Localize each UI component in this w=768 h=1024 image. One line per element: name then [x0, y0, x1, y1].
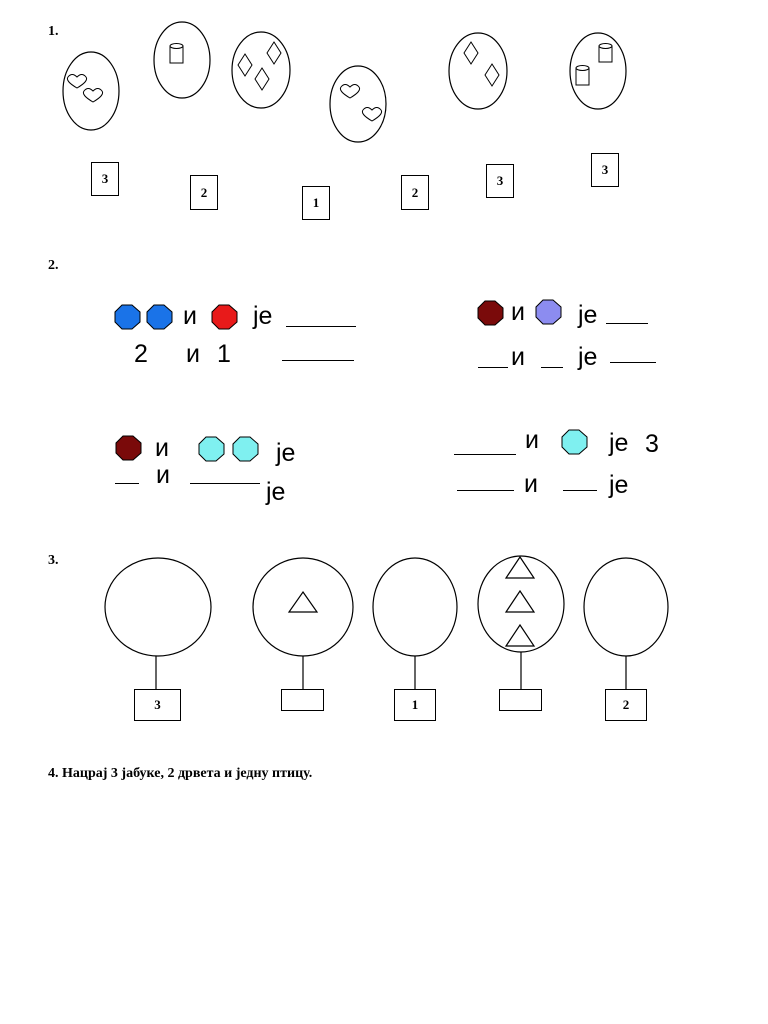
answer-line: [606, 323, 648, 324]
set-one-cylinder: [153, 21, 211, 99]
cyan-dot: [198, 436, 225, 462]
heart-icon: [66, 74, 88, 89]
set-three-diamonds: [231, 31, 291, 109]
cylinder-icon: [169, 43, 184, 64]
and-word: и: [511, 298, 525, 326]
and-word: и: [525, 426, 539, 454]
tree-shape: [104, 557, 212, 689]
is-word: је: [266, 478, 286, 506]
answer-line: [286, 326, 356, 327]
diamond-icon: [254, 67, 270, 91]
answer-box: 2: [605, 689, 647, 721]
cyan-dot: [561, 429, 588, 455]
task3-number: 3.: [48, 553, 59, 568]
answer-line: [190, 483, 260, 484]
number-one: 1: [217, 340, 231, 368]
task4-instruction: 4. Нацрај 3 јабуке, 2 дрвета и једну пти…: [48, 766, 313, 781]
answer-line: [454, 454, 516, 455]
dark-red-dot: [115, 435, 142, 461]
answer-box: 3: [91, 162, 119, 196]
answer-box: 2: [190, 175, 218, 210]
cylinder-icon: [575, 65, 590, 86]
set-two-hearts: [329, 65, 387, 143]
number-two: 2: [134, 340, 148, 368]
answer-line: [457, 490, 514, 491]
cylinder-icon: [598, 43, 613, 63]
diamond-icon: [463, 41, 479, 65]
is-word: је: [609, 471, 629, 499]
and-word: и: [186, 340, 200, 368]
answer-line: [610, 362, 656, 363]
task2-number: 2.: [48, 258, 59, 273]
cyan-dot: [232, 436, 259, 462]
answer-line: [282, 360, 354, 361]
answer-box: 2: [401, 175, 429, 210]
triangle-icon: [504, 623, 536, 647]
heart-icon: [339, 84, 361, 99]
heart-icon: [82, 88, 104, 103]
answer-box: 3: [486, 164, 514, 198]
task3-trees-drawing: [104, 555, 669, 689]
set-two-hearts: [62, 51, 120, 131]
set-two-cylinders: [569, 32, 627, 110]
blue-dot: [146, 304, 173, 330]
lavender-dot: [535, 299, 562, 325]
tree-shape: [372, 557, 458, 689]
answer-box: [281, 689, 324, 711]
answer-box: 1: [394, 689, 436, 721]
is-word: је: [276, 439, 296, 467]
blue-dot: [114, 304, 141, 330]
diamond-icon: [484, 63, 500, 87]
is-word: је: [609, 429, 629, 457]
tree-shape: [583, 557, 669, 689]
task1-number: 1.: [48, 24, 59, 39]
task2-dots-drawing: [114, 299, 588, 462]
result-three: 3: [645, 430, 659, 458]
answer-box: [499, 689, 542, 711]
triangle-icon: [504, 555, 536, 579]
red-dot: [211, 304, 238, 330]
diamond-icon: [237, 53, 253, 77]
is-word: је: [578, 343, 598, 371]
set-two-diamonds: [448, 32, 508, 110]
is-word: је: [578, 301, 598, 329]
answer-box: 1: [302, 186, 330, 220]
and-word: и: [155, 434, 169, 462]
and-word: и: [524, 470, 538, 498]
answer-line: [478, 367, 508, 368]
and-word: и: [511, 343, 525, 371]
tree-shape: [252, 557, 354, 689]
and-word: и: [156, 461, 170, 489]
diamond-icon: [266, 41, 282, 65]
answer-box: 3: [591, 153, 619, 187]
triangle-icon: [287, 590, 319, 613]
tree-shape: [477, 555, 565, 689]
answer-box: 3: [134, 689, 181, 721]
answer-line: [563, 490, 597, 491]
dark-red-dot: [477, 300, 504, 326]
task1-sets-drawing: [62, 21, 627, 143]
answer-line: [115, 483, 139, 484]
answer-line: [541, 367, 563, 368]
triangle-icon: [504, 589, 536, 613]
is-word: је: [253, 302, 273, 330]
heart-icon: [361, 107, 383, 122]
and-word: и: [183, 302, 197, 330]
